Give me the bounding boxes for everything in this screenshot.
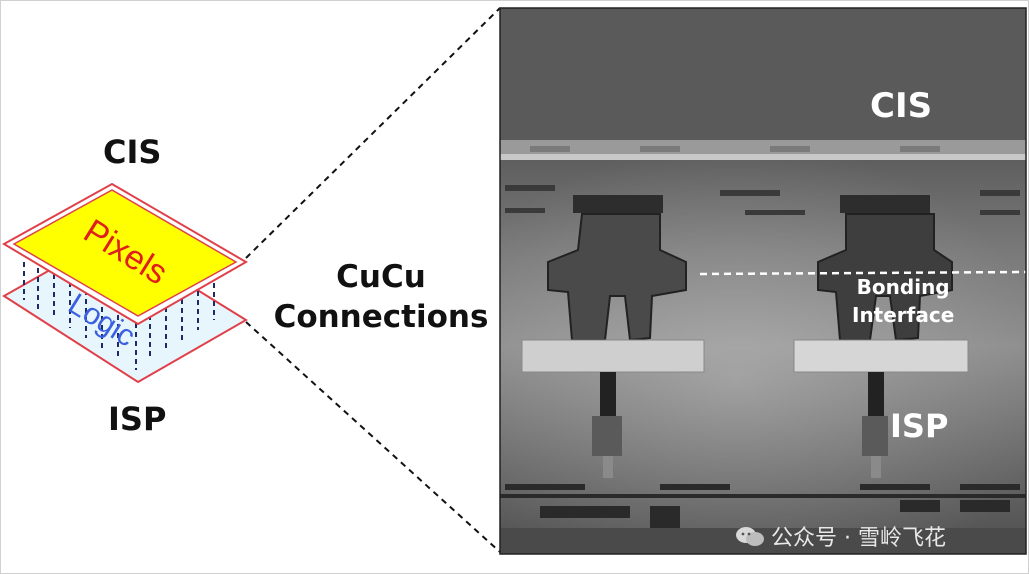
cucu-connections-label: CuCu Connections bbox=[262, 257, 500, 337]
watermark-text: 公众号 · 雪岭飞花 bbox=[771, 526, 946, 551]
cucu-label-line2: Connections bbox=[273, 299, 489, 335]
bonding-label-line2: Interface bbox=[852, 303, 955, 327]
leader-line-bottom bbox=[245, 321, 501, 553]
bonding-interface-line bbox=[699, 270, 1027, 276]
bond-pad-right bbox=[793, 339, 969, 373]
bonding-interface-label: Bonding Interface bbox=[852, 273, 954, 329]
cucu-label-line1: CuCu bbox=[336, 259, 426, 295]
photo-cis-label: CIS bbox=[870, 86, 933, 126]
leader-line-top bbox=[245, 7, 501, 259]
watermark: 公众号 · 雪岭飞花 bbox=[735, 520, 946, 552]
pixels-chip bbox=[12, 189, 238, 317]
photo-isp-label: ISP bbox=[890, 407, 949, 445]
wechat-icon bbox=[736, 527, 764, 546]
bonding-label-line1: Bonding bbox=[856, 275, 950, 299]
cross-section-image bbox=[499, 7, 1027, 560]
bond-pad-left bbox=[521, 339, 705, 373]
isp-layer-label: ISP bbox=[108, 400, 167, 438]
cis-layer-label: CIS bbox=[103, 133, 162, 171]
